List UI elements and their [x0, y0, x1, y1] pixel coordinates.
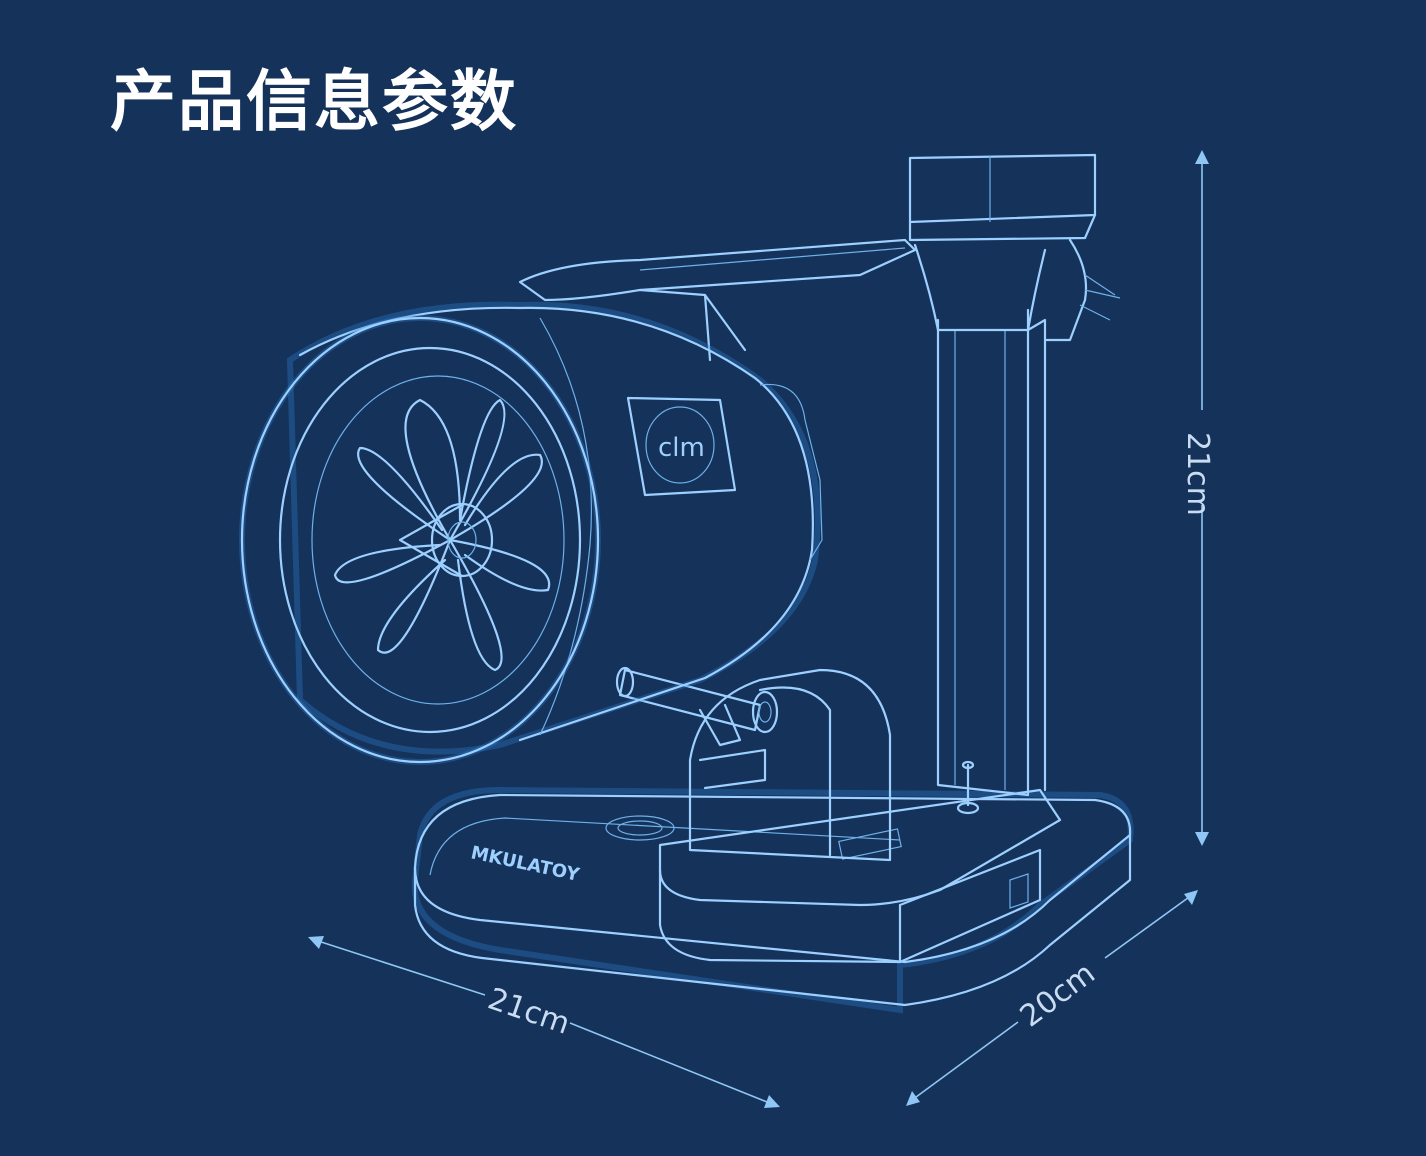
- support-arm: [518, 238, 917, 362]
- engine-nacelle: [286, 301, 823, 755]
- width-dimension: 21cm: [308, 936, 780, 1108]
- brand-badge: clm: [626, 396, 737, 497]
- control-deck: [658, 788, 1062, 964]
- base-plate: MKULATOY: [411, 786, 1134, 1014]
- height-label: 21cm: [1180, 432, 1215, 516]
- toggle-switch: [956, 760, 980, 815]
- height-dimension: 21cm: [1180, 150, 1215, 846]
- fan-blades: [333, 398, 551, 672]
- top-box: [908, 153, 1121, 342]
- page-title: 产品信息参数: [110, 63, 518, 140]
- engine-spinner: [398, 502, 494, 578]
- throttle-housing: [688, 668, 892, 862]
- engine-intake: [239, 315, 601, 765]
- throttle-lever: [615, 666, 779, 747]
- support-pole: [913, 243, 1047, 797]
- depth-label: 20cm: [1014, 956, 1102, 1034]
- badge-text: clm: [658, 433, 705, 463]
- width-label: 21cm: [483, 981, 574, 1041]
- depth-dimension: 20cm: [906, 890, 1198, 1106]
- base-brand-text: MKULATOY: [469, 842, 582, 886]
